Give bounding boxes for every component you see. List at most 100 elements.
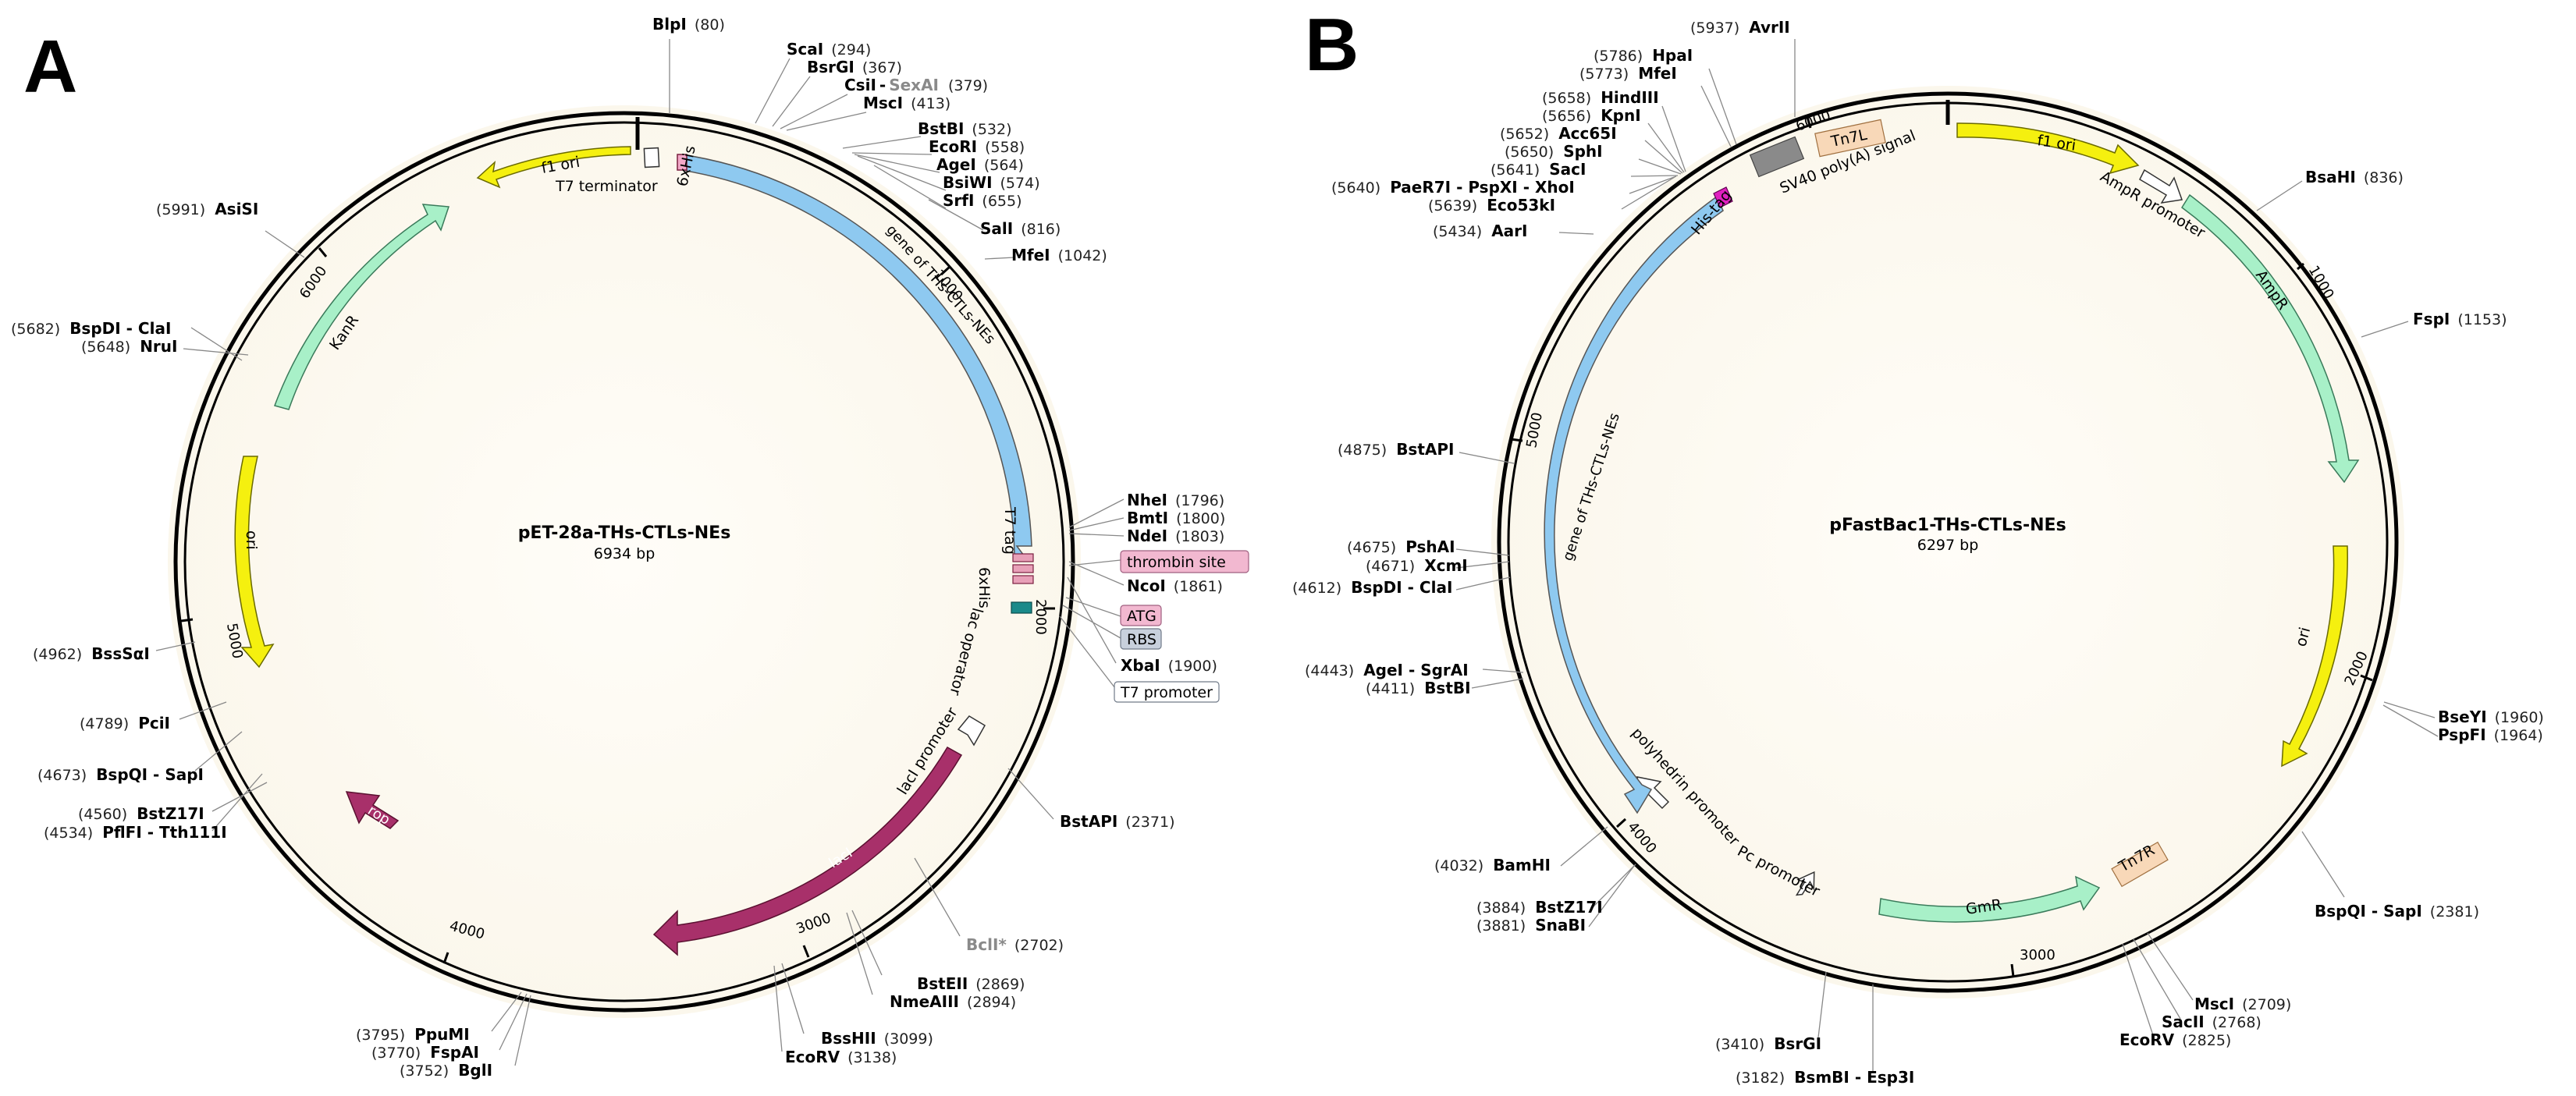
site-label-csii: CsiI-SexAI(379) [844, 76, 988, 94]
leader-rbs [1062, 605, 1121, 639]
site-label-bstapi: (4875)BstAPI [1338, 440, 1454, 459]
site-label-msci: MscI(2709) [2194, 995, 2291, 1013]
feature-ampr [2180, 193, 2360, 484]
leader-bseyi [2383, 701, 2436, 718]
leader-bcli [914, 857, 961, 937]
leader-bsrgi [1817, 971, 1827, 1038]
panel-a: A 1000 2000 3000 4000 5000 6000 gene of … [11, 15, 1249, 1080]
site-label-sphi: (5650)SphI [1505, 142, 1603, 161]
plasmid-background [168, 105, 1081, 1018]
tick-mark [1510, 438, 1523, 442]
tick-mark [1615, 818, 1627, 828]
label-box [1120, 550, 1249, 573]
site-label-ppumi: (3795)PpuMI [356, 1025, 470, 1044]
site-label-pflfi: (4534)PflFI - Tth111I [44, 823, 227, 842]
leader-bspqi [194, 731, 243, 771]
feature-kanr [274, 204, 450, 410]
feature-6xhis [677, 154, 688, 171]
feature-ampr-promoter [2139, 168, 2183, 204]
site-label-bstbi: BstBI(532) [918, 119, 1012, 138]
site-label-bstapi: BstAPI(2371) [1060, 812, 1174, 831]
panel-letter-a: A [23, 25, 77, 108]
site-label-xbai: XbaI(1900) [1121, 656, 1217, 675]
site-label-snabi: (3881)SnaBI [1476, 916, 1586, 935]
leader-fspi [2361, 321, 2409, 338]
leader-scai [755, 58, 791, 124]
plasmid-name: pFastBac1-THs-CTLs-NEs [1829, 516, 2066, 535]
plasmid-background [1491, 86, 2404, 998]
label-rbs: RBS [1127, 631, 1157, 648]
leader-msci [2147, 932, 2194, 1001]
backbone-outer-ring [173, 111, 1075, 1013]
leader-bstapi [1459, 452, 1515, 464]
feature-label: T7 terminator [555, 178, 658, 195]
leader-hpai [1708, 68, 1737, 145]
leader-bstbi [842, 136, 922, 149]
leader-fspai [499, 993, 528, 1051]
leader-eco53ki [1621, 176, 1675, 210]
site-label-bspdi: (4612)BspDI - ClaI [1292, 578, 1452, 597]
feature-ori [2281, 545, 2348, 768]
feature-gmr [1878, 875, 2101, 923]
leader-ecorv [773, 965, 783, 1052]
site-label-bamhi: (4032)BamHI [1434, 856, 1551, 874]
site-label-blpi: BlpI(80) [652, 15, 725, 34]
leader-sacii [2133, 938, 2181, 1020]
site-leader-lines [155, 39, 1125, 1066]
site-label-bstbi: (4411)BstBI [1366, 679, 1471, 697]
backbone-outer-ring [1497, 91, 2399, 993]
leader-bmti [1068, 517, 1125, 531]
feature-ori [234, 456, 275, 669]
site-label-pshai: (4675)PshAI [1347, 537, 1455, 556]
leader-mfei [1700, 85, 1732, 147]
site-label-bcli: BclI*(2702) [966, 935, 1064, 954]
site-label-ecori: EcoRI(558) [929, 137, 1025, 156]
site-label-bstz17i: (3884)BstZ17I [1476, 898, 1603, 917]
boxed-labels: thrombin site ATG RBS T7 promoter [1114, 550, 1249, 703]
leader-bsrgi [772, 76, 811, 127]
site-label-sacii: SacII(2768) [2162, 1013, 2262, 1031]
site-label-aari: (5434)AarI [1433, 222, 1527, 240]
site-label-bseyi: BseYI(1960) [2438, 708, 2544, 726]
site-label-bgli: (3752)BglI [400, 1061, 492, 1080]
site-label-nmeaiii: NmeAIII(2894) [890, 992, 1016, 1011]
leader-bstz17i [1591, 864, 1636, 909]
tick-mark [180, 618, 194, 622]
plasmid-name: pET-28a-THs-CTLs-NEs [518, 523, 731, 543]
leader-bsshii [781, 963, 805, 1034]
site-label-bsteii: BstEII(2869) [917, 974, 1025, 993]
site-label-ndei: NdeI(1803) [1127, 527, 1224, 545]
leader-atg [1065, 597, 1121, 617]
leader-ppumi [491, 991, 522, 1032]
site-label-scai: ScaI(294) [787, 40, 871, 59]
leader-hindiii [1661, 105, 1686, 172]
feature-lac-operator [1011, 601, 1032, 614]
site-labels: (5937)AvrII (5786)HpaI (5773)MfeI (5658)… [1292, 18, 2544, 1087]
leader-bsiwi [857, 155, 947, 191]
leader-paer7i [1629, 176, 1677, 194]
leader-acc65i [1644, 140, 1683, 174]
site-label-bsahi: BsaHI(836) [2305, 168, 2404, 186]
site-label-ecorv: EcoRV(2825) [2119, 1030, 2231, 1049]
site-label-fspi: FspI(1153) [2413, 310, 2507, 328]
site-label-msci: MscI(413) [863, 94, 950, 112]
label-t7-promoter: T7 promoter [1120, 684, 1213, 701]
site-label-sali: SalI(816) [980, 219, 1061, 238]
site-label-kpni: (5656)KpnI [1542, 106, 1641, 125]
leader-ecorv [2122, 943, 2155, 1038]
leader-bgli [514, 995, 531, 1066]
leader-sali [928, 199, 984, 231]
leader-bspdi [190, 327, 243, 361]
leader-xbai [1067, 576, 1117, 664]
panel-letter-b: B [1305, 3, 1359, 87]
site-label-bspqi: BspQI - SapI(2381) [2315, 902, 2479, 920]
leader-agei [854, 154, 940, 173]
site-leader-lines [1455, 39, 2439, 1072]
leader-nmeaiii [846, 912, 873, 995]
feature-6xhis-2 [1012, 575, 1034, 584]
site-label-mfei: (5773)MfeI [1579, 64, 1677, 83]
site-label-agei: AgeI(564) [936, 155, 1024, 174]
site-label-srfi: SrfI(655) [943, 191, 1022, 210]
leader-pcii [179, 701, 227, 720]
